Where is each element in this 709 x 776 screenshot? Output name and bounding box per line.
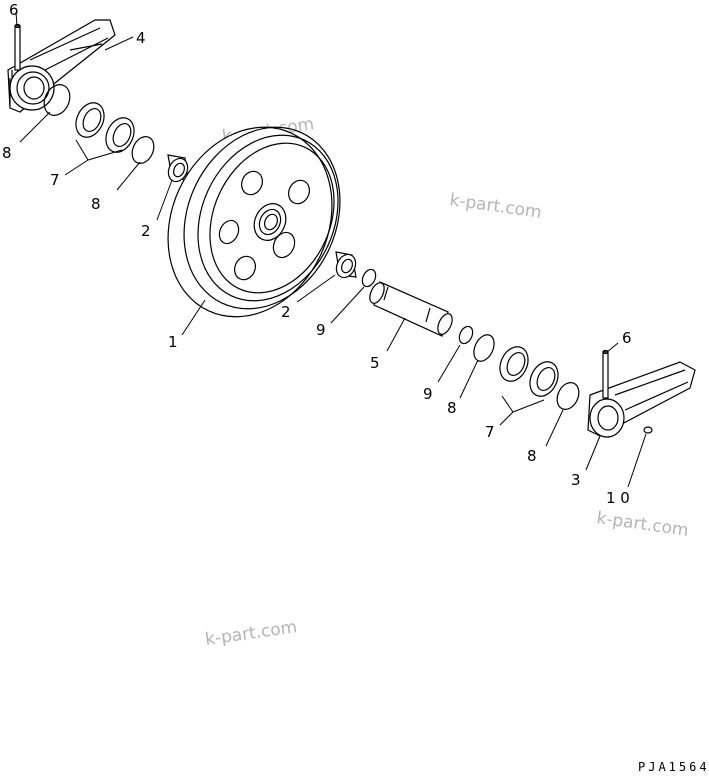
left-yoke-bracket bbox=[7, 19, 116, 113]
label-5: 5 bbox=[370, 354, 380, 372]
label-4: 4 bbox=[136, 29, 146, 47]
left-small-parts bbox=[43, 84, 189, 183]
label-8-left-inner: 8 bbox=[91, 195, 101, 213]
label-2-left: 2 bbox=[141, 222, 151, 240]
label-1: 1 bbox=[168, 333, 178, 351]
right-yoke-bracket bbox=[587, 361, 696, 438]
label-10: 1 0 bbox=[606, 489, 630, 507]
label-2-center: 2 bbox=[281, 303, 291, 321]
part-labels: 6 4 8 7 8 2 1 2 9 5 9 8 7 8 6 3 1 0 bbox=[2, 1, 632, 507]
label-8-left-outer: 8 bbox=[2, 144, 12, 162]
right-small-parts bbox=[499, 346, 580, 410]
label-7-left: 7 bbox=[50, 171, 60, 189]
label-7-right: 7 bbox=[485, 423, 495, 441]
watermark-2: k-part.com bbox=[448, 190, 542, 223]
label-6-right: 6 bbox=[622, 329, 632, 347]
center-parts bbox=[335, 251, 495, 362]
label-8-right-inner: 8 bbox=[447, 399, 457, 417]
label-6-left: 6 bbox=[9, 1, 19, 19]
label-9-right: 9 bbox=[423, 385, 433, 403]
idler-wheel bbox=[167, 126, 341, 318]
label-8-right-outer: 8 bbox=[527, 447, 537, 465]
drawing-code: PJA1564 bbox=[638, 760, 709, 774]
label-9-center: 9 bbox=[316, 321, 326, 339]
watermark-3: k-part.com bbox=[595, 508, 689, 541]
leader-lines bbox=[15, 11, 647, 488]
watermark-4: k-part.com bbox=[204, 617, 298, 650]
label-3: 3 bbox=[571, 471, 581, 489]
right-bolt bbox=[643, 426, 653, 434]
right-pin bbox=[602, 349, 609, 399]
left-pin bbox=[14, 23, 21, 71]
